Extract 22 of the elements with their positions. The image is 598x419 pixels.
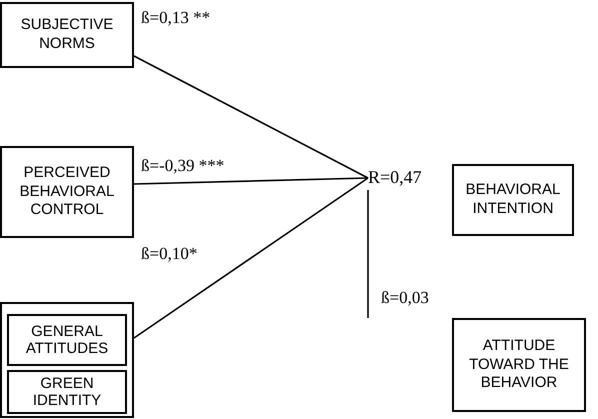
- box-label: GREEN IDENTITY: [32, 374, 102, 410]
- edge-label: ß=0,03: [380, 288, 430, 308]
- process-box: [0, 2, 134, 68]
- process-box: [452, 318, 586, 412]
- process-box: [7, 370, 127, 414]
- connector-line: [367, 190, 369, 318]
- box-label: GENERAL ATTITUDES: [24, 322, 110, 358]
- edge-label: ß=0,10*: [140, 244, 198, 264]
- box-label: PERCEIVED BEHAVIORAL CONTROL: [18, 164, 116, 220]
- box-label: ATTITUDE TOWARD THE BEHAVIOR: [468, 336, 570, 394]
- result-text: R=0,47: [368, 164, 434, 190]
- connector-line: [134, 177, 368, 185]
- group-box: [0, 302, 134, 418]
- edge-label: ß=-0,39 ***: [140, 156, 226, 176]
- box-label: BEHAVIORAL INTENTION: [464, 181, 562, 219]
- box-label: SUBJECTIVE NORMS: [20, 16, 114, 54]
- connector-line: [134, 55, 368, 179]
- process-box: [0, 146, 134, 238]
- process-box: [452, 164, 574, 236]
- connector-line: [134, 177, 368, 339]
- edge-label: ß=0,13 **: [140, 8, 212, 28]
- process-box: [7, 314, 127, 366]
